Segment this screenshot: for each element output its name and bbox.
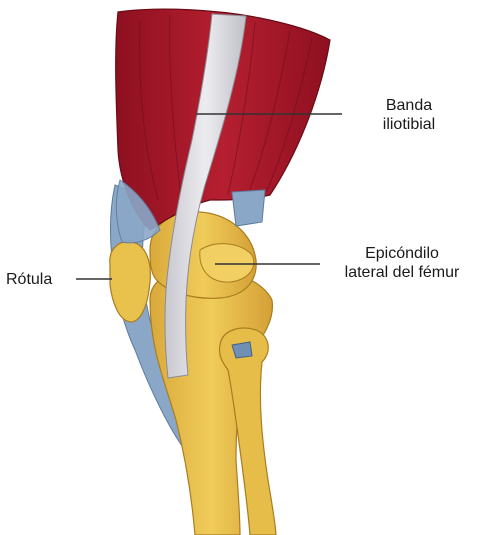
fibula-notch <box>232 342 252 358</box>
iliotibial-band-label: Banda iliotibial <box>350 96 468 134</box>
lateral-epicondyle-label-line2: lateral del fémur <box>322 263 482 282</box>
iliotibial-band-label-line2: iliotibial <box>350 115 468 134</box>
patella-label: Rótula <box>6 270 52 289</box>
patella <box>110 242 151 322</box>
iliotibial-band-label-line1: Banda <box>350 96 468 115</box>
lateral-tendon <box>232 190 265 226</box>
lateral-epicondyle-label-line1: Epicóndilo <box>322 244 482 263</box>
lateral-epicondyle-label: Epicóndilo lateral del fémur <box>322 244 482 282</box>
